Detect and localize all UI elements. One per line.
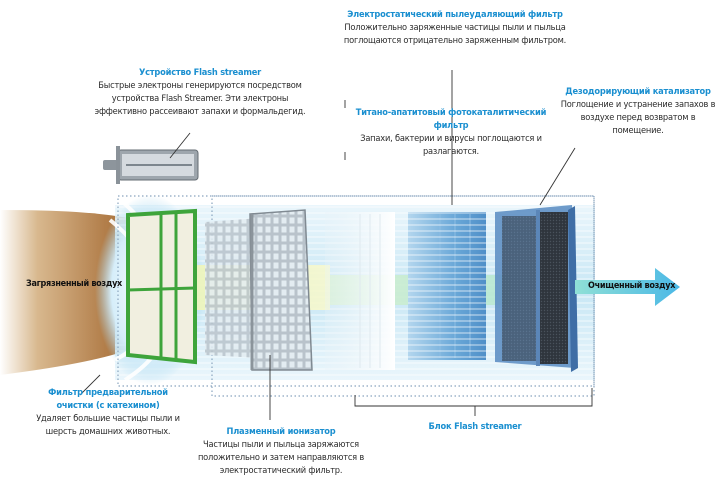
prefilter-title: Фильтр предварительной очистки (с катехи… [48, 387, 168, 411]
plasma-ionizer-callout: Плазменный ионизатор Частицы пыли и пыль… [190, 425, 372, 477]
unit-outline [117, 195, 595, 387]
deodorizing-catalyst-description: Поглощение и устранение запахов в воздух… [560, 99, 716, 136]
prefilter-callout: Фильтр предварительной очистки (с катехи… [24, 386, 192, 438]
flash-device-title: Устройство Flash streamer [138, 67, 262, 78]
flash-block-title: Блок Flash streamer [428, 421, 522, 432]
titanium-filter-description: Запахи, бактерии и вирусы поглощаются и … [360, 133, 542, 157]
clean-air-arrow [575, 268, 680, 306]
prefilter-graphic [126, 208, 197, 365]
clean-air-label: Очищенный воздух [588, 281, 676, 291]
titanium-filter-title: Титано-апатитовый фотокаталитический фил… [355, 107, 547, 131]
electrostatic-filter-callout: Электростатический пылеудаляющий фильтр … [342, 8, 568, 47]
titanium-filter-callout: Титано-апатитовый фотокаталитический фил… [342, 106, 560, 158]
deodorizing-catalyst-graphic [495, 205, 578, 372]
prefilter-description: Удаляет большие частицы пыли и шерсть до… [36, 413, 180, 437]
leader-lines [79, 70, 593, 420]
flash-device-description: Быстрые электроны генерируются посредств… [94, 80, 306, 117]
plasma-ionizer-title: Плазменный ионизатор [226, 426, 336, 437]
flash-device-callout: Устройство Flash streamer Быстрые электр… [88, 66, 312, 118]
polluted-air-label: Загрязненный воздух [26, 279, 122, 289]
plasma-ionizer-graphic [205, 209, 313, 371]
deodorizing-catalyst-callout: Дезодорирующий катализатор Поглощение и … [558, 85, 718, 137]
flash-block-callout: Блок Flash streamer [400, 420, 550, 433]
deodorizing-catalyst-title: Дезодорирующий катализатор [565, 86, 711, 97]
plasma-ionizer-description: Частицы пыли и пыльца заряжаются положит… [197, 439, 365, 476]
electrostatic-filter-description: Положительно заряженные частицы пыли и п… [343, 22, 567, 46]
flash-streamer-device-graphic [103, 146, 199, 184]
electrostatic-filter-title: Электростатический пылеудаляющий фильтр [347, 9, 563, 20]
